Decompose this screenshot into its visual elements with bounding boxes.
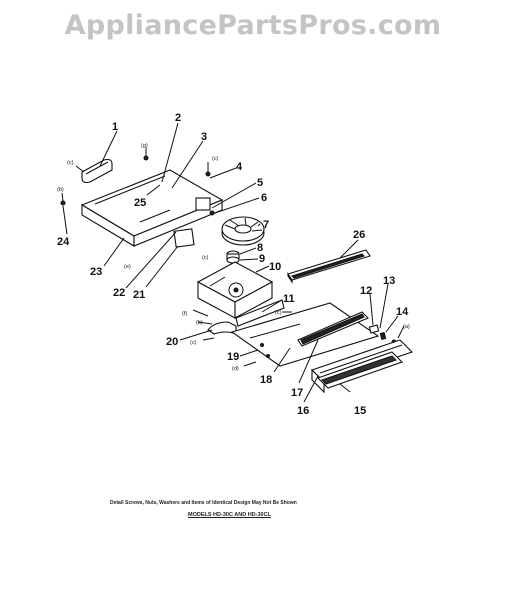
callout-11: 11: [283, 293, 295, 305]
letter-labels: (a) (b) (c) (c) (c) (c) (c) (d) (e) (f) …: [57, 143, 410, 372]
callout-1: 1: [112, 121, 118, 133]
callout-6: 6: [261, 192, 267, 204]
label-c-5: (c): [275, 310, 282, 316]
label-g-1: (g): [141, 143, 148, 149]
callout-20: 20: [166, 336, 178, 348]
label-c-3: (c): [202, 255, 209, 261]
callout-19: 19: [227, 351, 239, 363]
callout-13: 13: [383, 275, 395, 287]
callout-2: 2: [175, 112, 181, 124]
handle-part: [81, 158, 113, 184]
callout-7: 7: [263, 219, 269, 231]
callout-5: 5: [257, 177, 263, 189]
callout-16: 16: [297, 405, 309, 417]
callout-3: 3: [201, 131, 207, 143]
callout-12: 12: [360, 285, 372, 297]
front-trim: [316, 351, 404, 389]
bracket-part: [173, 228, 195, 248]
motor-housing: [196, 261, 274, 319]
callout-26: 26: [353, 229, 365, 241]
models-caption: MODELS HD-30C AND HD-30CL: [188, 512, 271, 518]
watermark-text: AppliancePartsPros.com: [64, 10, 442, 41]
leader-lines: [61, 122, 405, 403]
callout-9: 9: [259, 253, 265, 265]
grille-part: [287, 249, 371, 284]
callout-labels: 1 2 3 4 5 6 7 8 9 10 11 12 13 14 15 16 1…: [57, 112, 409, 417]
front-grille: [297, 311, 369, 347]
label-a-1: (a): [403, 324, 410, 330]
coupler-part: [226, 250, 240, 264]
callout-21: 21: [133, 289, 145, 301]
callout-18: 18: [260, 374, 272, 386]
callout-23: 23: [90, 266, 102, 278]
label-c-2: (c): [212, 156, 219, 162]
label-c-1: (c): [67, 160, 74, 166]
footer-note: Detail Screws, Nuts, Washers and Items o…: [110, 500, 297, 506]
callout-14: 14: [396, 306, 409, 318]
base-plate: [230, 302, 380, 367]
label-e-1: (e): [124, 264, 131, 270]
callout-17: 17: [291, 387, 303, 399]
callout-22: 22: [113, 287, 125, 299]
label-d-1: (d): [232, 366, 239, 372]
upper-housing: [80, 169, 224, 247]
fan-part: [221, 216, 265, 246]
label-b-2: (b): [196, 320, 203, 326]
clip-parts: [368, 324, 397, 345]
callout-8: 8: [257, 242, 263, 254]
label-c-4: (c): [190, 340, 197, 346]
callout-10: 10: [269, 261, 281, 273]
callout-25: 25: [134, 197, 146, 209]
label-f-1: (f): [182, 311, 187, 317]
callout-24: 24: [57, 236, 70, 248]
callout-15: 15: [354, 405, 366, 417]
callout-4: 4: [236, 161, 243, 173]
lower-bracket: [207, 321, 237, 335]
label-b-1: (b): [57, 187, 64, 193]
